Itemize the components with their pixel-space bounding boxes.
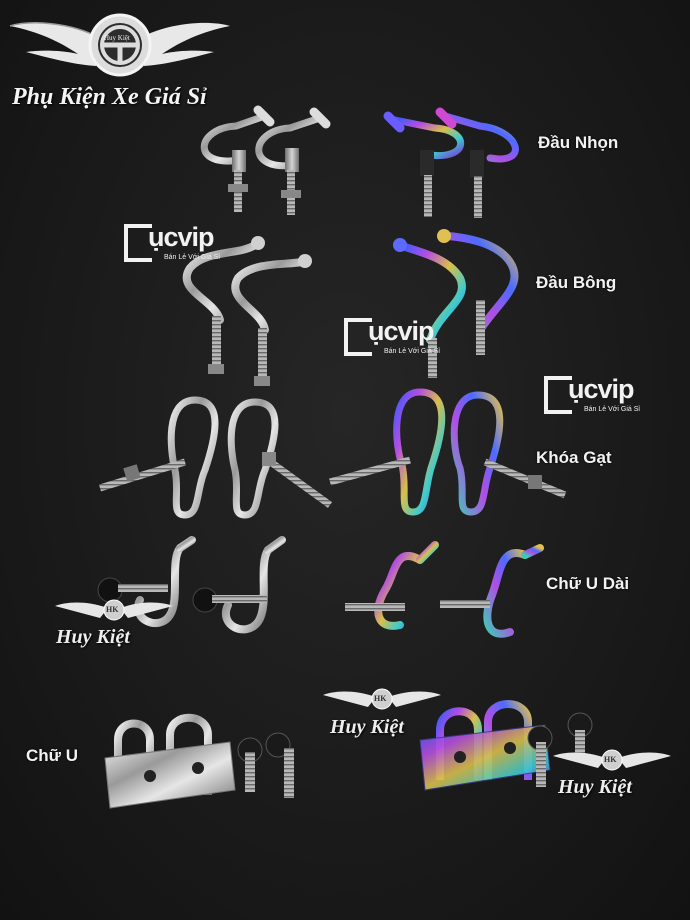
label-chu-u-dai: Chữ U Dài: [546, 574, 630, 593]
label-chu-u: Chữ U: [26, 746, 78, 765]
cucvip-sub: Bán Lẻ Với Giá Sỉ: [584, 406, 640, 413]
cucvip-word: ụcvip: [148, 222, 215, 252]
chrome-round-head-hook-pair: [182, 236, 312, 386]
huy-kiet-text-1: Huy Kiệt: [56, 626, 130, 648]
huy-kiet-text-2: Huy Kiệt: [330, 716, 404, 738]
chrome-pointed-hook-pair: [200, 105, 331, 215]
label-dau-bong: Đầu Bông: [536, 273, 617, 292]
cucvip-sub: Bán Lẻ Với Giá Sỉ: [164, 254, 220, 261]
chrome-clip-hook-pair: [98, 396, 333, 519]
cucvip-watermark-2: ụcvip Bán Lẻ Với Giá Sỉ: [344, 316, 442, 358]
cucvip-word: ụcvip: [368, 316, 435, 346]
cucvip-word: ụcvip: [568, 374, 635, 404]
logo-badge-text: Huy Kiệt: [104, 34, 130, 42]
cucvip-sub: Bán Lẻ Với Giá Sỉ: [384, 348, 440, 355]
chrome-long-u-hook-pair: [97, 536, 286, 634]
brand-title: Phụ Kiện Xe Giá Sỉ: [12, 84, 207, 110]
huy-kiet-watermark-2: [323, 688, 441, 710]
titanium-u-bracket-pair: [419, 700, 593, 791]
huy-kiet-badge-1: HK: [106, 605, 119, 614]
chrome-u-bracket-pair: [104, 713, 294, 809]
huy-kiet-watermark-3: [553, 749, 671, 771]
titanium-long-u-hook-pair: [345, 541, 544, 638]
titanium-pointed-hook-pair: [383, 107, 519, 218]
cucvip-watermark-3: ụcvip Bán Lẻ Với Giá Sỉ: [544, 374, 642, 416]
winged-steering-wheel-icon: [9, 13, 230, 77]
titanium-round-head-hook-pair: [393, 229, 519, 378]
label-dau-nhon: Đầu Nhọn: [538, 133, 619, 152]
huy-kiet-badge-2: HK: [374, 694, 387, 703]
titanium-clip-hook-pair: [329, 388, 567, 516]
huy-kiet-text-3: Huy Kiệt: [558, 776, 632, 798]
huy-kiet-watermark-1: [55, 599, 173, 621]
label-khoa-gat: Khóa Gạt: [536, 448, 612, 467]
cucvip-watermark-1: ụcvip Bán Lẻ Với Giá Sỉ: [124, 222, 222, 264]
huy-kiet-badge-3: HK: [604, 755, 617, 764]
